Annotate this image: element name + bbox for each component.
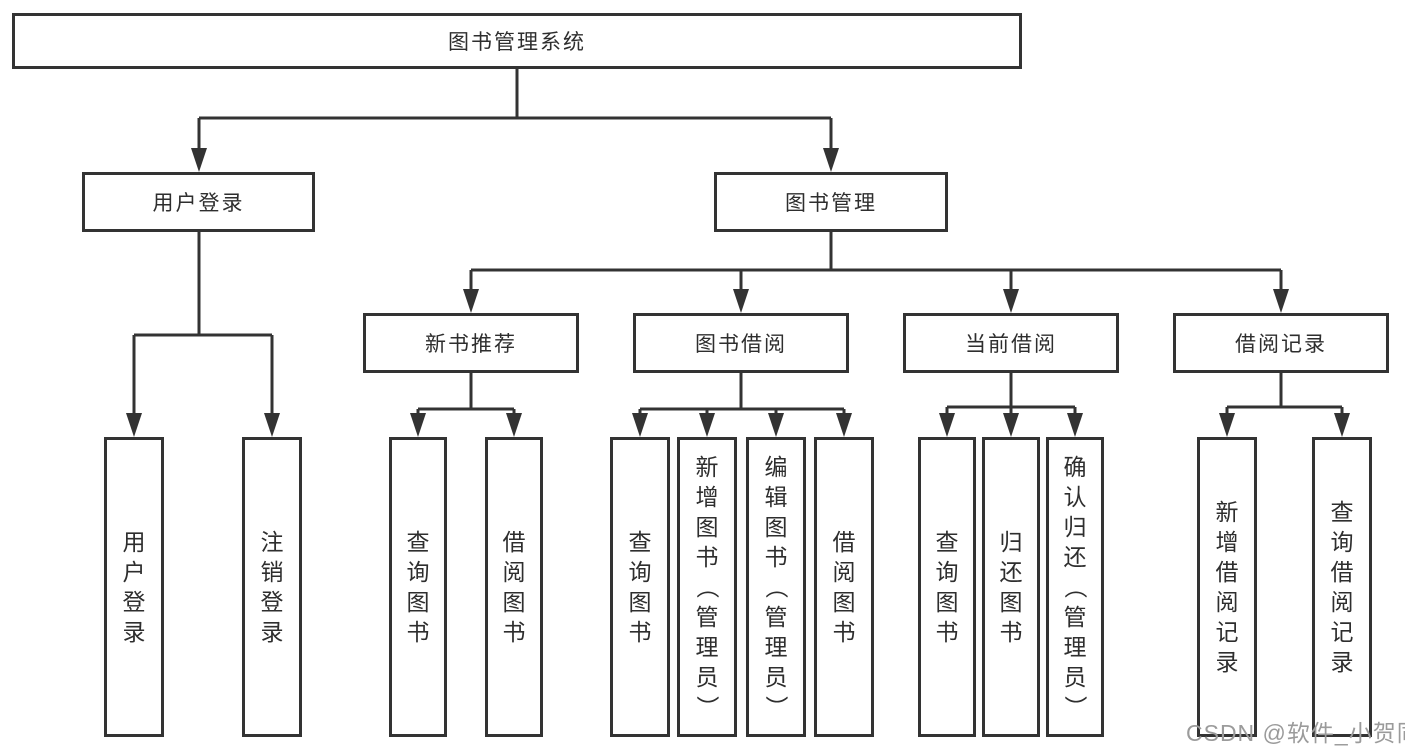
leaf-borrowing-edit-books-admin: 编辑图书（管理员） [746,437,806,737]
edge-user-login-to-leaves [132,232,274,415]
leaf-recommend-query-books: 查询图书 [389,437,447,737]
node-user-login-label: 用户登录 [152,192,245,215]
node-new-book-recommend-label: 新书推荐 [425,333,517,356]
edge-root-to-level2 [197,69,833,150]
leaf-current-return-books: 归还图书 [982,437,1040,737]
edge-current-borrowing-to-leaves [945,373,1077,416]
leaf-borrowing-add-books-admin: 新增图书（管理员） [677,437,737,737]
node-book-borrowing-label: 图书借阅 [695,333,787,356]
node-current-borrowing: 当前借阅 [903,313,1119,373]
node-borrowing-records: 借阅记录 [1173,313,1389,373]
leaf-records-add-record: 新增借阅记录 [1197,437,1257,737]
leaf-borrowing-borrow-books: 借阅图书 [814,437,874,737]
leaf-current-query-books: 查询图书 [918,437,976,737]
node-book-borrowing: 图书借阅 [633,313,849,373]
node-user-login: 用户登录 [82,172,315,232]
node-root-label: 图书管理系统 [448,31,586,54]
csdn-watermark: CSDN @软件_小贺同学 [1186,720,1405,746]
leaf-current-confirm-return-admin: 确认归还（管理员） [1046,437,1104,737]
leaf-records-query-record: 查询借阅记录 [1312,437,1372,737]
node-book-management: 图书管理 [714,172,948,232]
leaf-recommend-borrow-books: 借阅图书 [485,437,543,737]
leaf-borrowing-query-books: 查询图书 [610,437,670,737]
leaf-logout: 注销登录 [242,437,302,737]
edge-book-borrowing-to-leaves [638,373,846,416]
node-current-borrowing-label: 当前借阅 [965,333,1057,356]
edge-new-book-recommend-to-leaves [416,373,516,416]
node-book-management-label: 图书管理 [785,192,877,215]
edge-book-management-to-level3 [469,232,1283,291]
edge-borrowing-records-to-leaves [1225,373,1344,416]
node-new-book-recommend: 新书推荐 [363,313,579,373]
node-root-system: 图书管理系统 [12,13,1022,69]
leaf-user-login: 用户登录 [104,437,164,737]
node-borrowing-records-label: 借阅记录 [1235,333,1327,356]
